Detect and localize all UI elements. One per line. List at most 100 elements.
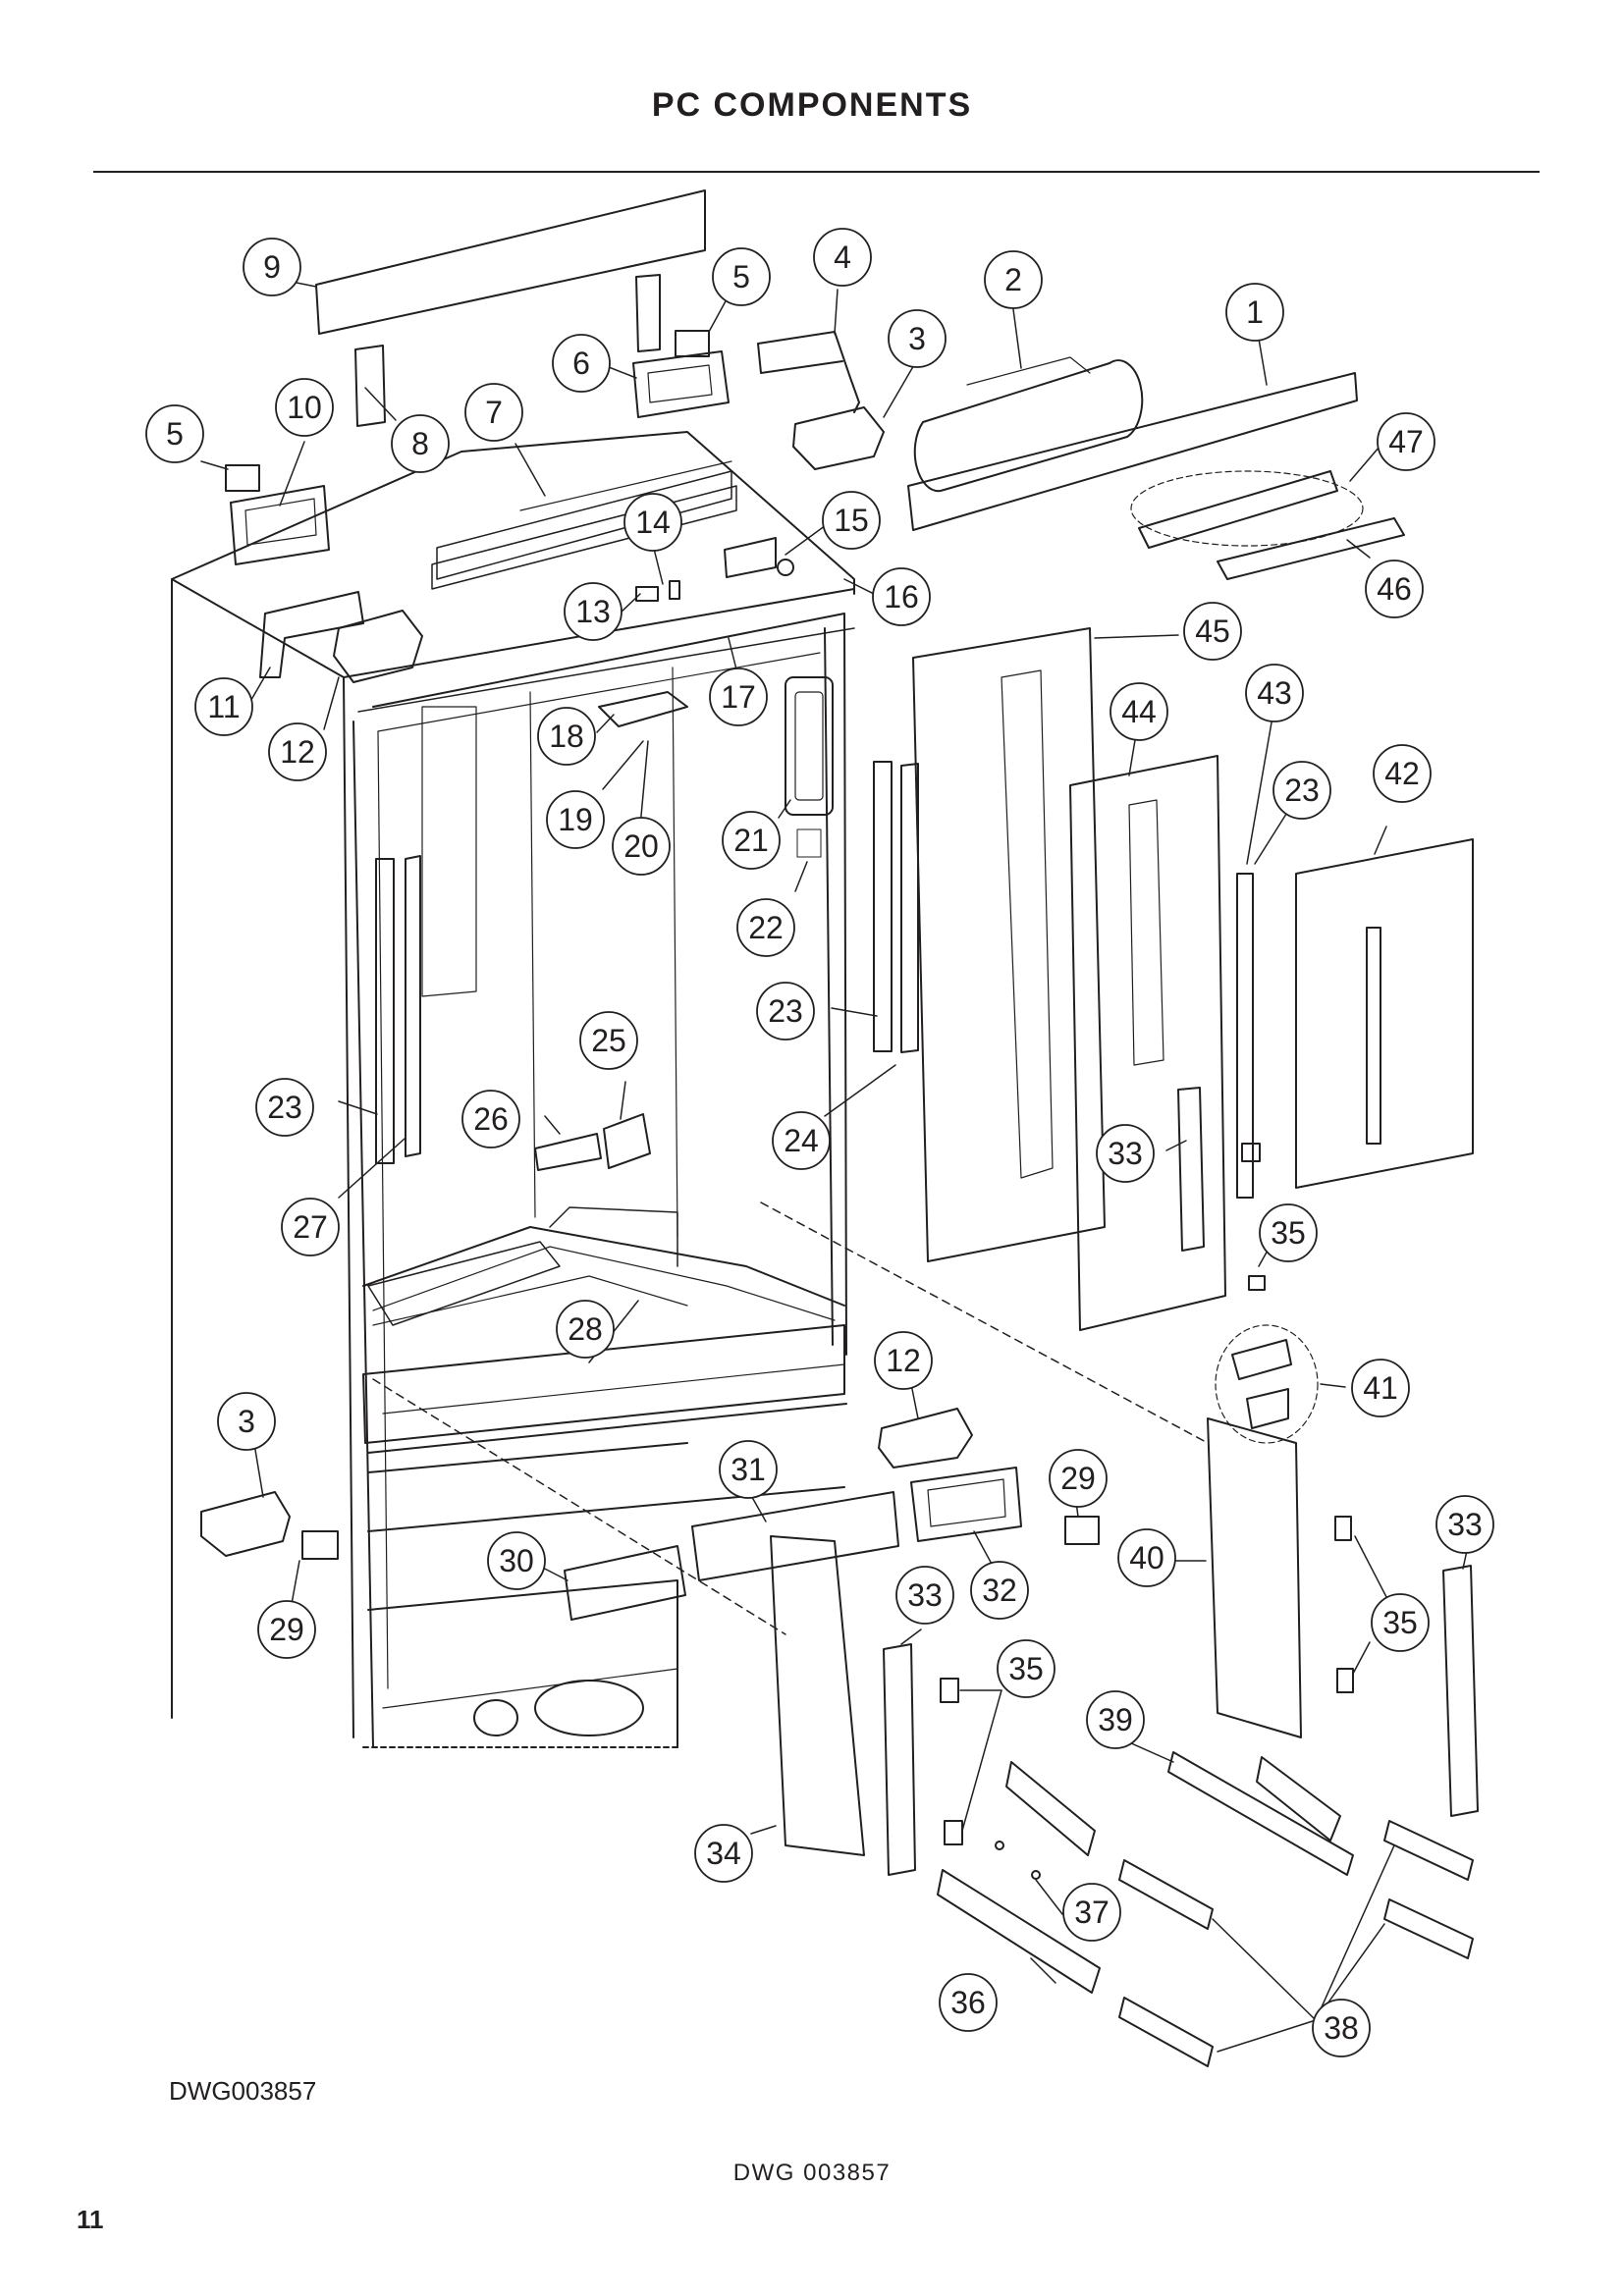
callout-21: 21 [722, 811, 781, 870]
callout-31: 31 [719, 1440, 778, 1499]
svg-text:29: 29 [269, 1612, 304, 1647]
callout-23: 23 [255, 1078, 314, 1137]
callout-35: 35 [1259, 1203, 1318, 1262]
svg-text:41: 41 [1363, 1370, 1398, 1406]
svg-text:12: 12 [886, 1343, 921, 1378]
callout-33: 33 [1096, 1124, 1155, 1183]
svg-text:36: 36 [950, 1985, 986, 2020]
svg-text:35: 35 [1382, 1605, 1418, 1640]
svg-text:7: 7 [485, 395, 503, 430]
svg-text:24: 24 [784, 1123, 819, 1158]
svg-text:23: 23 [768, 993, 803, 1029]
callout-42: 42 [1373, 744, 1432, 803]
callout-5: 5 [145, 404, 204, 463]
svg-text:27: 27 [293, 1209, 328, 1245]
callout-20: 20 [612, 817, 671, 876]
callout-29: 29 [257, 1600, 316, 1659]
callout-29: 29 [1049, 1449, 1108, 1508]
title-divider [93, 171, 1540, 173]
callout-9: 9 [243, 238, 301, 296]
callout-38: 38 [1312, 1999, 1371, 2057]
svg-text:3: 3 [238, 1404, 255, 1439]
callout-23: 23 [1272, 761, 1331, 820]
svg-text:33: 33 [907, 1577, 943, 1613]
callout-8: 8 [391, 414, 450, 473]
callout-15: 15 [822, 491, 881, 550]
callout-33: 33 [895, 1566, 954, 1625]
callout-45: 45 [1183, 602, 1242, 661]
svg-text:29: 29 [1060, 1461, 1096, 1496]
callout-47: 47 [1377, 412, 1435, 471]
svg-text:13: 13 [575, 594, 611, 629]
svg-text:33: 33 [1108, 1136, 1143, 1171]
callout-bubbles: 9 5 4 2 1 3 6 5 10 8 7 47 14 15 16 13 46… [145, 228, 1494, 2057]
callout-33: 33 [1435, 1495, 1494, 1554]
callout-16: 16 [872, 567, 931, 626]
callout-26: 26 [461, 1090, 520, 1148]
callout-24: 24 [772, 1111, 831, 1170]
svg-text:38: 38 [1324, 2010, 1359, 2046]
svg-text:6: 6 [572, 346, 590, 381]
svg-text:17: 17 [721, 679, 756, 715]
callout-18: 18 [537, 707, 596, 766]
svg-text:39: 39 [1098, 1702, 1133, 1737]
svg-text:16: 16 [884, 579, 919, 614]
callout-41: 41 [1351, 1359, 1410, 1417]
callout-22: 22 [736, 898, 795, 957]
callout-40: 40 [1117, 1528, 1176, 1587]
callout-14: 14 [623, 493, 682, 552]
svg-text:2: 2 [1004, 262, 1022, 297]
svg-text:30: 30 [499, 1543, 534, 1578]
svg-text:8: 8 [411, 426, 429, 461]
footer-drawing-code: DWG 003857 [732, 2160, 892, 2186]
callout-35: 35 [997, 1639, 1056, 1698]
svg-text:31: 31 [731, 1452, 766, 1487]
callout-2: 2 [984, 250, 1043, 309]
svg-text:14: 14 [635, 505, 671, 540]
callout-10: 10 [275, 378, 334, 437]
callout-44: 44 [1110, 682, 1168, 741]
svg-text:40: 40 [1129, 1540, 1164, 1575]
svg-text:43: 43 [1257, 675, 1292, 711]
svg-text:28: 28 [568, 1311, 603, 1347]
drawing-id: DWG003857 [169, 2076, 317, 2106]
callout-3: 3 [217, 1392, 276, 1451]
callout-3: 3 [888, 309, 947, 368]
freezer-parts [200, 1408, 1474, 2067]
callout-37: 37 [1062, 1883, 1121, 1942]
page-title: PC COMPONENTS [651, 86, 973, 124]
callout-43: 43 [1245, 664, 1304, 722]
svg-text:11: 11 [207, 689, 240, 724]
callout-36: 36 [939, 1973, 998, 2032]
svg-text:18: 18 [549, 719, 584, 754]
door-panels [912, 627, 1479, 1817]
cabinet-body [171, 431, 855, 1748]
top-parts [225, 189, 1405, 683]
callout-35: 35 [1371, 1593, 1430, 1652]
callout-39: 39 [1086, 1690, 1145, 1749]
leader-lines [200, 282, 1469, 2053]
callout-17: 17 [709, 667, 768, 726]
svg-text:21: 21 [733, 823, 769, 858]
callout-23: 23 [756, 982, 815, 1041]
callout-32: 32 [970, 1561, 1029, 1620]
callout-30: 30 [487, 1531, 546, 1590]
callout-34: 34 [694, 1824, 753, 1883]
svg-text:35: 35 [1008, 1651, 1044, 1686]
svg-text:35: 35 [1271, 1215, 1306, 1251]
svg-text:12: 12 [280, 734, 315, 770]
svg-text:23: 23 [267, 1090, 302, 1125]
svg-text:34: 34 [706, 1836, 741, 1871]
svg-text:22: 22 [748, 910, 784, 945]
callout-12: 12 [874, 1331, 933, 1390]
svg-text:37: 37 [1074, 1895, 1110, 1930]
callout-19: 19 [546, 790, 605, 849]
callout-11: 11 [194, 677, 253, 736]
svg-text:5: 5 [166, 416, 184, 452]
callout-46: 46 [1365, 560, 1424, 618]
svg-text:1: 1 [1246, 294, 1264, 330]
svg-text:33: 33 [1447, 1507, 1483, 1542]
svg-text:46: 46 [1377, 571, 1412, 607]
svg-text:19: 19 [558, 802, 593, 837]
svg-text:23: 23 [1284, 773, 1320, 808]
